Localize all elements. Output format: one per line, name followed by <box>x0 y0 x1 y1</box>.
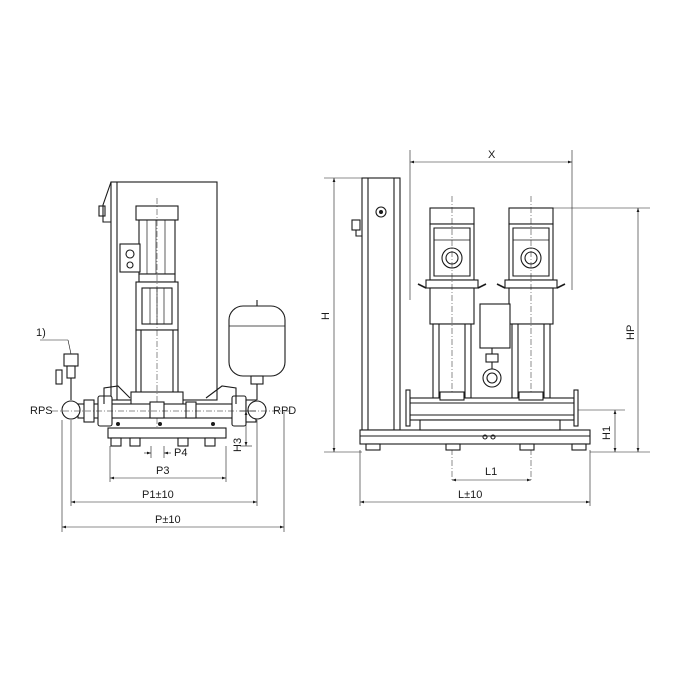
dim-h-label: H <box>320 312 332 320</box>
front-control-cabinet <box>351 177 401 431</box>
dim-l1-label: L1 <box>485 466 497 478</box>
dim-h3-label: H3 <box>232 438 244 452</box>
dim-hp-label: HP <box>625 325 637 340</box>
expansion-vessel <box>228 300 286 400</box>
side-base-frame <box>107 422 227 447</box>
pressure-gauge <box>479 303 511 388</box>
note-marker-label: 1) <box>36 327 46 339</box>
dim-l-label: L±10 <box>458 489 482 501</box>
front-dimensions <box>324 150 650 506</box>
diagram-labels: 1) RPS RPD H3 P4 P3 P1±10 P±10 X H HP H1… <box>30 149 637 526</box>
dim-h1-label: H1 <box>601 426 613 440</box>
dim-p-label: P±10 <box>155 514 181 526</box>
pressure-switch-accessory <box>55 353 79 400</box>
dim-x-label: X <box>488 149 496 161</box>
side-dimensions <box>40 339 285 532</box>
front-base-frame <box>359 419 591 451</box>
pump-motor <box>119 205 179 283</box>
front-view <box>324 150 650 506</box>
pump-1 <box>417 196 487 480</box>
side-view <box>40 181 290 532</box>
dim-p4-label: P4 <box>174 447 187 459</box>
pump-column <box>130 198 184 428</box>
discharge-port-label: RPD <box>273 405 296 417</box>
front-manifold <box>405 389 579 427</box>
dim-p3-label: P3 <box>156 465 169 477</box>
suction-port-label: RPS <box>30 405 53 417</box>
dim-p1-label: P1±10 <box>142 489 174 501</box>
